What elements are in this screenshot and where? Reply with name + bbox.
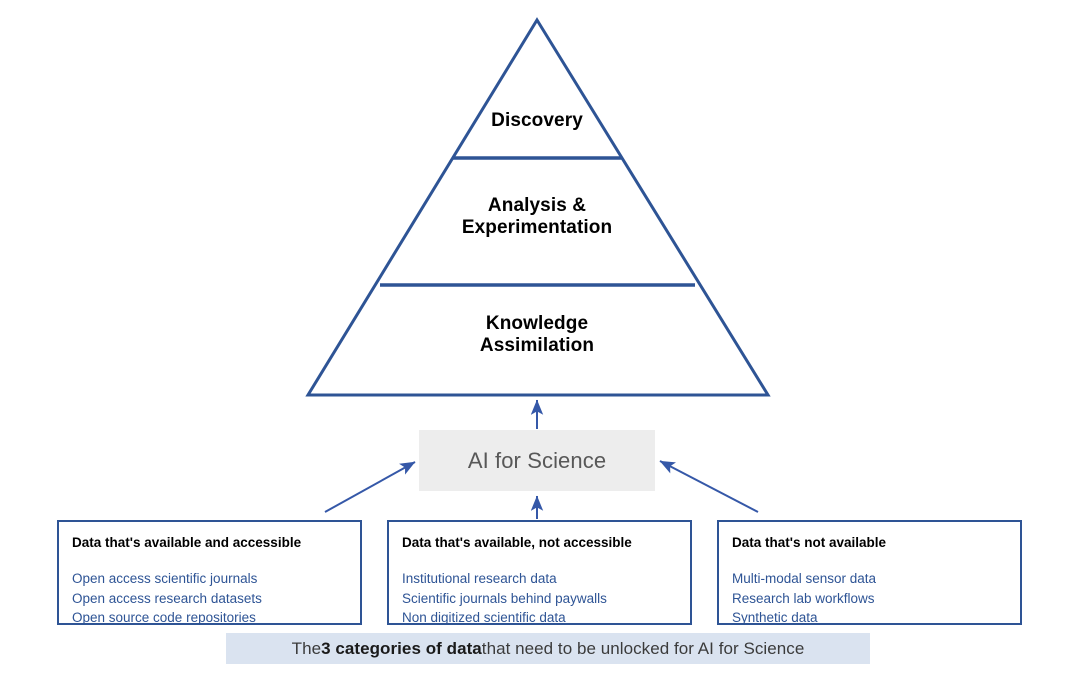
category-item-list: Institutional research data Scientific j… [402, 569, 607, 628]
list-item: Scientific journals behind paywalls [402, 590, 607, 606]
category-box-available-accessible: Data that's available and accessible Ope… [57, 520, 362, 625]
pyramid-tier-analysis-label: Analysis & Experimentation [407, 195, 667, 240]
ai-for-science-label: AI for Science [467, 447, 607, 473]
pyramid-tier-discovery-label: Discovery [491, 110, 583, 131]
list-item: Multi-modal sensor data [732, 571, 877, 586]
list-item: Open access research datasets [72, 590, 262, 606]
category-title: Data that's not available [732, 535, 887, 550]
arrow-category-1-to-ai [324, 461, 416, 513]
category-title: Data that's available, not accessible [402, 535, 632, 550]
caption-suffix: that need to be unlocked for AI for Scie… [481, 638, 805, 658]
pyramid-tier-knowledge-line2: Assimilation [479, 335, 595, 357]
arrow-category-3-to-ai [659, 460, 759, 513]
ai-for-science-box: AI for Science [419, 430, 655, 491]
category-item-list: Open access scientific journals Open acc… [72, 569, 262, 628]
pyramid-tier-analysis-line2: Experimentation [461, 217, 613, 239]
category-title: Data that's available and accessible [72, 535, 302, 550]
list-item: Open source code repositories [72, 610, 256, 626]
category-box-available-not-accessible: Data that's available, not accessible In… [387, 520, 692, 625]
category-item-list: Multi-modal sensor data Research lab wor… [732, 569, 876, 628]
list-item: Research lab workflows [732, 590, 875, 606]
caption-prefix: The [291, 638, 322, 658]
pyramid-tier-knowledge-line1: Knowledge [485, 313, 589, 334]
category-box-not-available: Data that's not available Multi-modal se… [717, 520, 1022, 625]
pyramid-tier-analysis-line1: Analysis & [487, 195, 587, 216]
pyramid-tier-knowledge-label: Knowledge Assimilation [412, 313, 662, 358]
list-item: Synthetic data [732, 610, 818, 626]
list-item: Open access scientific journals [72, 571, 258, 586]
list-item: Non digitized scientific data [402, 610, 566, 626]
diagram-caption: The 3 categories of data that need to be… [226, 633, 870, 664]
caption-emphasis: 3 categories of data [321, 638, 482, 658]
list-item: Institutional research data [402, 571, 557, 586]
